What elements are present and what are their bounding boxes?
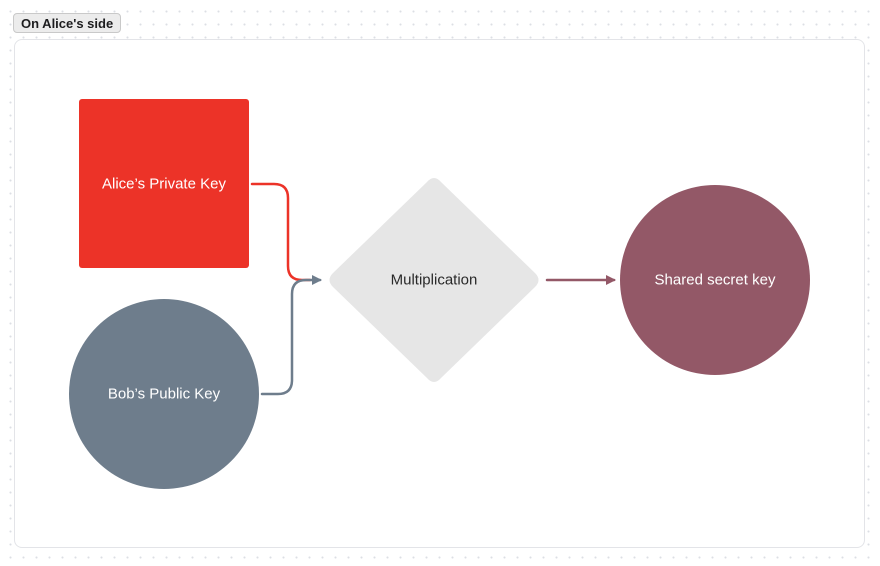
shared-secret-key-shape bbox=[620, 185, 810, 375]
alice-private-key-label: Alice’s Private Key bbox=[102, 176, 226, 193]
bob-public-key-shape bbox=[69, 299, 259, 489]
node-alice-private-key[interactable]: Alice’s Private Key bbox=[79, 99, 249, 268]
multiplication-label: Multiplication bbox=[391, 272, 478, 289]
node-shared-secret-key[interactable]: Shared secret key bbox=[620, 185, 810, 375]
edge-bob-to-multiplication[interactable] bbox=[260, 275, 322, 396]
edge-alice-to-multiplication[interactable] bbox=[250, 182, 312, 282]
frame-label[interactable]: On Alice's side bbox=[13, 13, 122, 33]
node-bob-public-key[interactable]: Bob’s Public Key bbox=[69, 299, 259, 489]
shared-secret-key-label: Shared secret key bbox=[655, 272, 776, 289]
multiplication-shape bbox=[329, 178, 539, 382]
node-multiplication[interactable]: Multiplication bbox=[329, 178, 539, 382]
alice-private-key-shape bbox=[79, 99, 249, 268]
bob-public-key-label: Bob’s Public Key bbox=[108, 386, 221, 403]
